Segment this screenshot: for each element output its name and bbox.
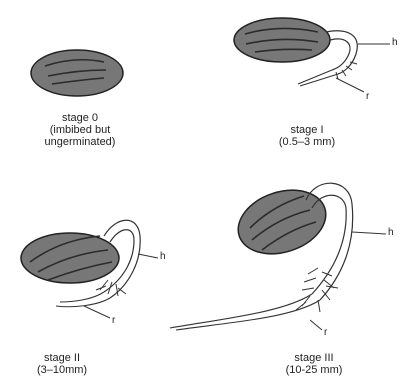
stage-3-label-h: h [388, 228, 394, 238]
stage-3-caption: stage III (10-25 mm) [264, 352, 364, 376]
stage-0-note-line-2: ungerminated) [30, 136, 130, 148]
stage-2-caption: stage II (3–10mm) [22, 352, 102, 376]
stage-1-caption: stage I (0.5–3 mm) [262, 124, 352, 148]
stage-3-label-r: r [324, 328, 327, 338]
stage-1-label-r: r [366, 92, 369, 102]
stage-2-title: stage II [22, 352, 102, 364]
stage-2-label-h: h [160, 252, 166, 262]
stage-3-note: (10-25 mm) [264, 364, 364, 376]
stage-0-title: stage 0 [30, 112, 130, 124]
stage-3-title: stage III [264, 352, 364, 364]
stage-0-note-line-1: (imbibed but [30, 124, 130, 136]
stage-3-seedling [170, 180, 386, 330]
stage-2-note: (3–10mm) [22, 364, 102, 376]
stage-2-seedling [21, 220, 158, 318]
stage-1-seedling [234, 18, 390, 92]
stage-0-caption: stage 0 (imbibed but ungerminated) [30, 112, 130, 148]
stage-1-note: (0.5–3 mm) [262, 136, 352, 148]
stage-0-seed [31, 50, 123, 96]
stage-1-label-h: h [392, 38, 398, 48]
stage-2-label-r: r [112, 316, 115, 326]
stage-1-title: stage I [262, 124, 352, 136]
